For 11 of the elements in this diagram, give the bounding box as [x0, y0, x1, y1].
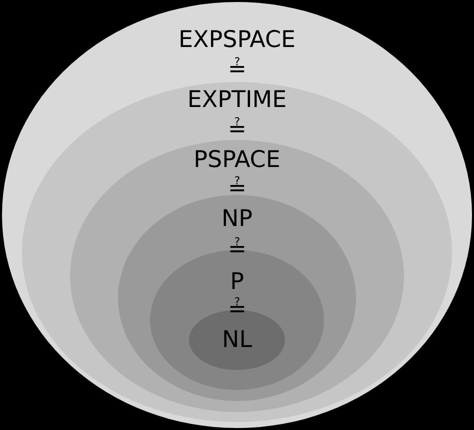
- class-name: NP: [221, 205, 253, 233]
- class-name: PSPACE: [194, 146, 280, 174]
- class-name: NL: [222, 326, 252, 354]
- questioned-equal-sign: ≟: [228, 177, 246, 201]
- class-name: EXPSPACE: [178, 26, 296, 54]
- questioned-equal-sign: ≟: [228, 118, 246, 142]
- class-name: P: [230, 268, 244, 296]
- questioned-equal-sign: ≟: [228, 298, 246, 322]
- class-name: EXPTIME: [187, 86, 287, 114]
- questioned-equal-sign: ≟: [228, 238, 246, 262]
- questioned-equal-sign: ≟: [228, 58, 246, 82]
